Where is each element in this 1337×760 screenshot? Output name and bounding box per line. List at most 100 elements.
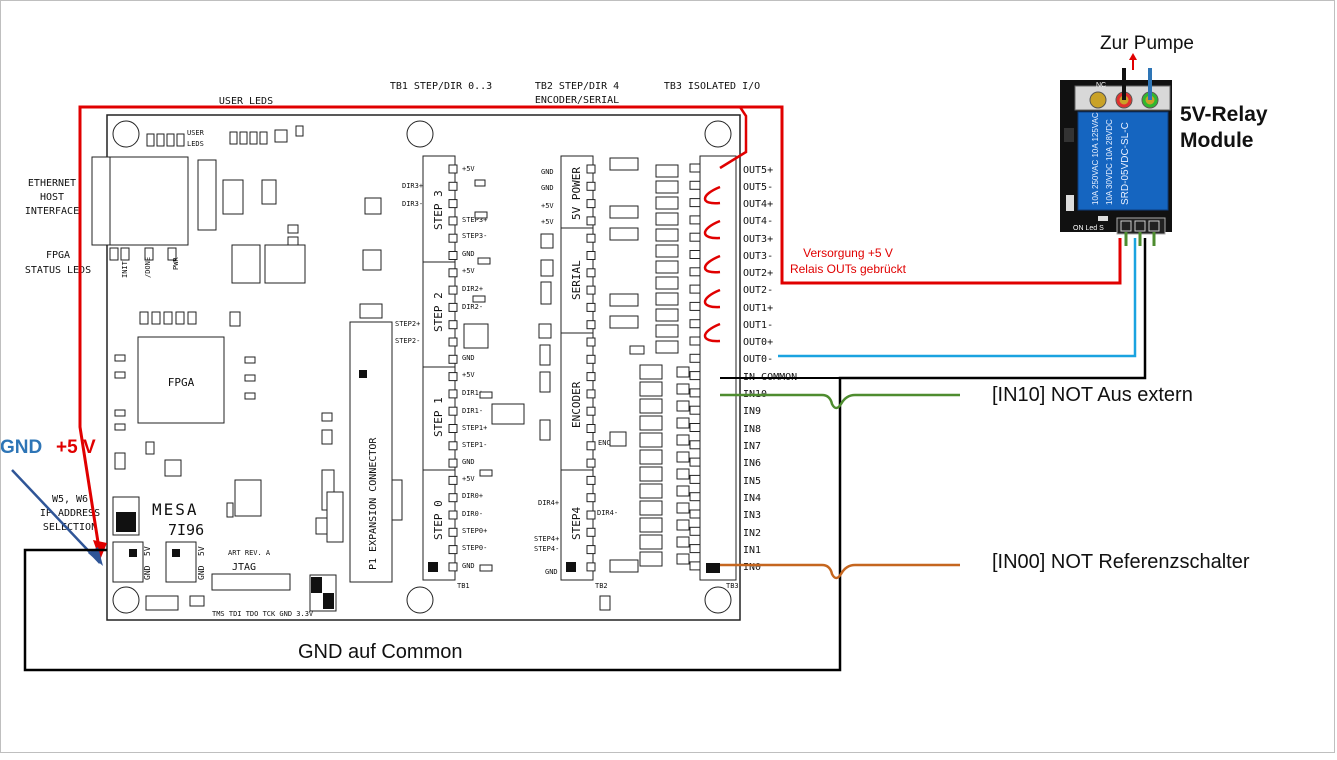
tb1-pin-step0-5: GND bbox=[462, 562, 475, 570]
tb3-out0p: OUT0+ bbox=[743, 337, 773, 348]
label-fpga-status-1: FPGA bbox=[46, 250, 70, 261]
input-led bbox=[676, 383, 690, 395]
jtag-pins-label: TMS TDI TDO TCK GND 3.3V bbox=[212, 610, 314, 618]
tb1-pin-step2-5: GND bbox=[462, 354, 475, 362]
relay-title-2: Module bbox=[1180, 129, 1254, 152]
tb1-pin-step3-2: DIR3- bbox=[402, 200, 423, 208]
tb1-pin-step2-0: +5V bbox=[462, 267, 475, 275]
tb3-in7: IN7 bbox=[743, 441, 761, 452]
terminal-pin bbox=[586, 164, 596, 174]
tb2-pin-3: +5V bbox=[541, 218, 554, 226]
mesa-7i96-board: USER LEDS TB1 STEP/DIR 0..3 TB2 STEP/DIR… bbox=[25, 81, 797, 621]
optocoupler bbox=[655, 276, 679, 290]
terminal-pin bbox=[448, 372, 458, 382]
terminal-pin bbox=[586, 268, 596, 278]
tb3-out2p: OUT2+ bbox=[743, 268, 773, 279]
ic-u12 bbox=[164, 459, 182, 477]
terminal-pin bbox=[689, 526, 701, 536]
tb3-out4m: OUT4- bbox=[743, 216, 773, 227]
optocoupler bbox=[655, 292, 679, 306]
tb1-step1-label: STEP 1 bbox=[432, 397, 445, 437]
tb1-pin-step0-3: STEP0+ bbox=[462, 527, 487, 535]
cap-c66 bbox=[234, 479, 262, 517]
terminal-pin bbox=[586, 233, 596, 243]
terminal-pin bbox=[586, 441, 596, 451]
input-network bbox=[639, 517, 663, 533]
fpga-chip bbox=[137, 336, 225, 424]
terminal-pin bbox=[586, 389, 596, 399]
header-tb1: TB1 STEP/DIR 0..3 bbox=[390, 81, 492, 92]
tb2-pin-1: GND bbox=[541, 184, 554, 192]
terminal-pin bbox=[586, 458, 596, 468]
input-led bbox=[676, 468, 690, 480]
tb3-in3: IN3 bbox=[743, 510, 761, 521]
tb3-in6: IN6 bbox=[743, 458, 761, 469]
wire-5v-to-out5p bbox=[719, 106, 748, 170]
tb3-out0m: OUT0- bbox=[743, 354, 773, 365]
label-pwr: PWR bbox=[172, 257, 180, 270]
tb2-pin-2: +5V bbox=[541, 202, 554, 210]
label-zur-pumpe: Zur Pumpe bbox=[1100, 33, 1194, 54]
terminal-pin bbox=[586, 406, 596, 416]
tb2-pin-4: DIR4+ bbox=[538, 499, 559, 507]
terminal-pin bbox=[448, 354, 458, 364]
input-network bbox=[639, 381, 663, 397]
tb1-pin-step1-3: STEP1+ bbox=[462, 424, 487, 432]
terminal-pin bbox=[448, 320, 458, 330]
tb1-pin-step1-5: GND bbox=[462, 458, 475, 466]
terminal-pin bbox=[448, 475, 458, 485]
terminal-pin bbox=[448, 424, 458, 433]
p2-gnd-label: GND bbox=[143, 565, 152, 580]
label-ethernet-3: INTERFACE bbox=[25, 206, 79, 217]
tb1-step0-label: STEP 0 bbox=[432, 500, 445, 540]
optocoupler bbox=[655, 340, 679, 354]
tb1-pin-step1-4: STEP1- bbox=[462, 441, 487, 449]
tb3-out3m: OUT3- bbox=[743, 251, 773, 262]
relay-body bbox=[1077, 111, 1169, 211]
tb2-pin-6: STEP4+ bbox=[534, 535, 559, 543]
terminal-pin bbox=[448, 199, 458, 209]
input-network bbox=[639, 500, 663, 516]
terminal-pin bbox=[586, 199, 596, 209]
terminal-pin bbox=[689, 163, 701, 173]
terminal-pin bbox=[689, 388, 701, 398]
tb1-pin-step0-0: +5V bbox=[462, 475, 475, 483]
wire-gnd-common bbox=[23, 238, 1147, 672]
mount-hole-br bbox=[704, 586, 732, 614]
terminal-pin bbox=[586, 320, 596, 330]
p1-expansion-connector bbox=[349, 321, 393, 583]
tb1-pin-step3-5: GND bbox=[462, 250, 475, 258]
relay-bottom-label: ON Led S bbox=[1073, 225, 1104, 232]
tb1-step3-label: STEP 3 bbox=[432, 190, 445, 230]
input-network bbox=[639, 449, 663, 465]
terminal-pin bbox=[586, 285, 596, 295]
terminal-pin bbox=[448, 251, 458, 260]
label-ip-2: IP ADDRESS bbox=[40, 508, 100, 519]
header-tb3: TB3 ISOLATED I/O bbox=[664, 81, 760, 92]
label-versorgung-2: Relais OUTs gebrückt bbox=[790, 262, 907, 276]
terminal-pin bbox=[586, 337, 596, 347]
input-network bbox=[639, 364, 663, 380]
input-network bbox=[639, 398, 663, 414]
terminal-pin bbox=[586, 424, 596, 433]
label-user-small: USER bbox=[187, 129, 205, 137]
input-led bbox=[676, 434, 690, 446]
tb1-pin-step2-4: STEP2- bbox=[395, 337, 420, 345]
input-led bbox=[676, 502, 690, 514]
tb1-pin-step1-0: +5V bbox=[462, 371, 475, 379]
input-network bbox=[639, 432, 663, 448]
terminal-pin bbox=[689, 544, 701, 554]
ic-c1 bbox=[197, 159, 217, 231]
tb2-5v-power-label: 5V POWER bbox=[570, 167, 583, 220]
input-led bbox=[676, 417, 690, 429]
tb1-pin-squares bbox=[448, 164, 458, 572]
arrow-pump-head bbox=[1129, 53, 1137, 60]
label-gnd-common: GND auf Common bbox=[298, 641, 463, 663]
terminal-pin bbox=[689, 215, 701, 225]
terminal-pin bbox=[689, 440, 701, 450]
ic-u2 bbox=[261, 179, 277, 205]
tb3-tag: TB3 bbox=[726, 582, 739, 590]
tb2-tb3-components bbox=[599, 157, 645, 611]
